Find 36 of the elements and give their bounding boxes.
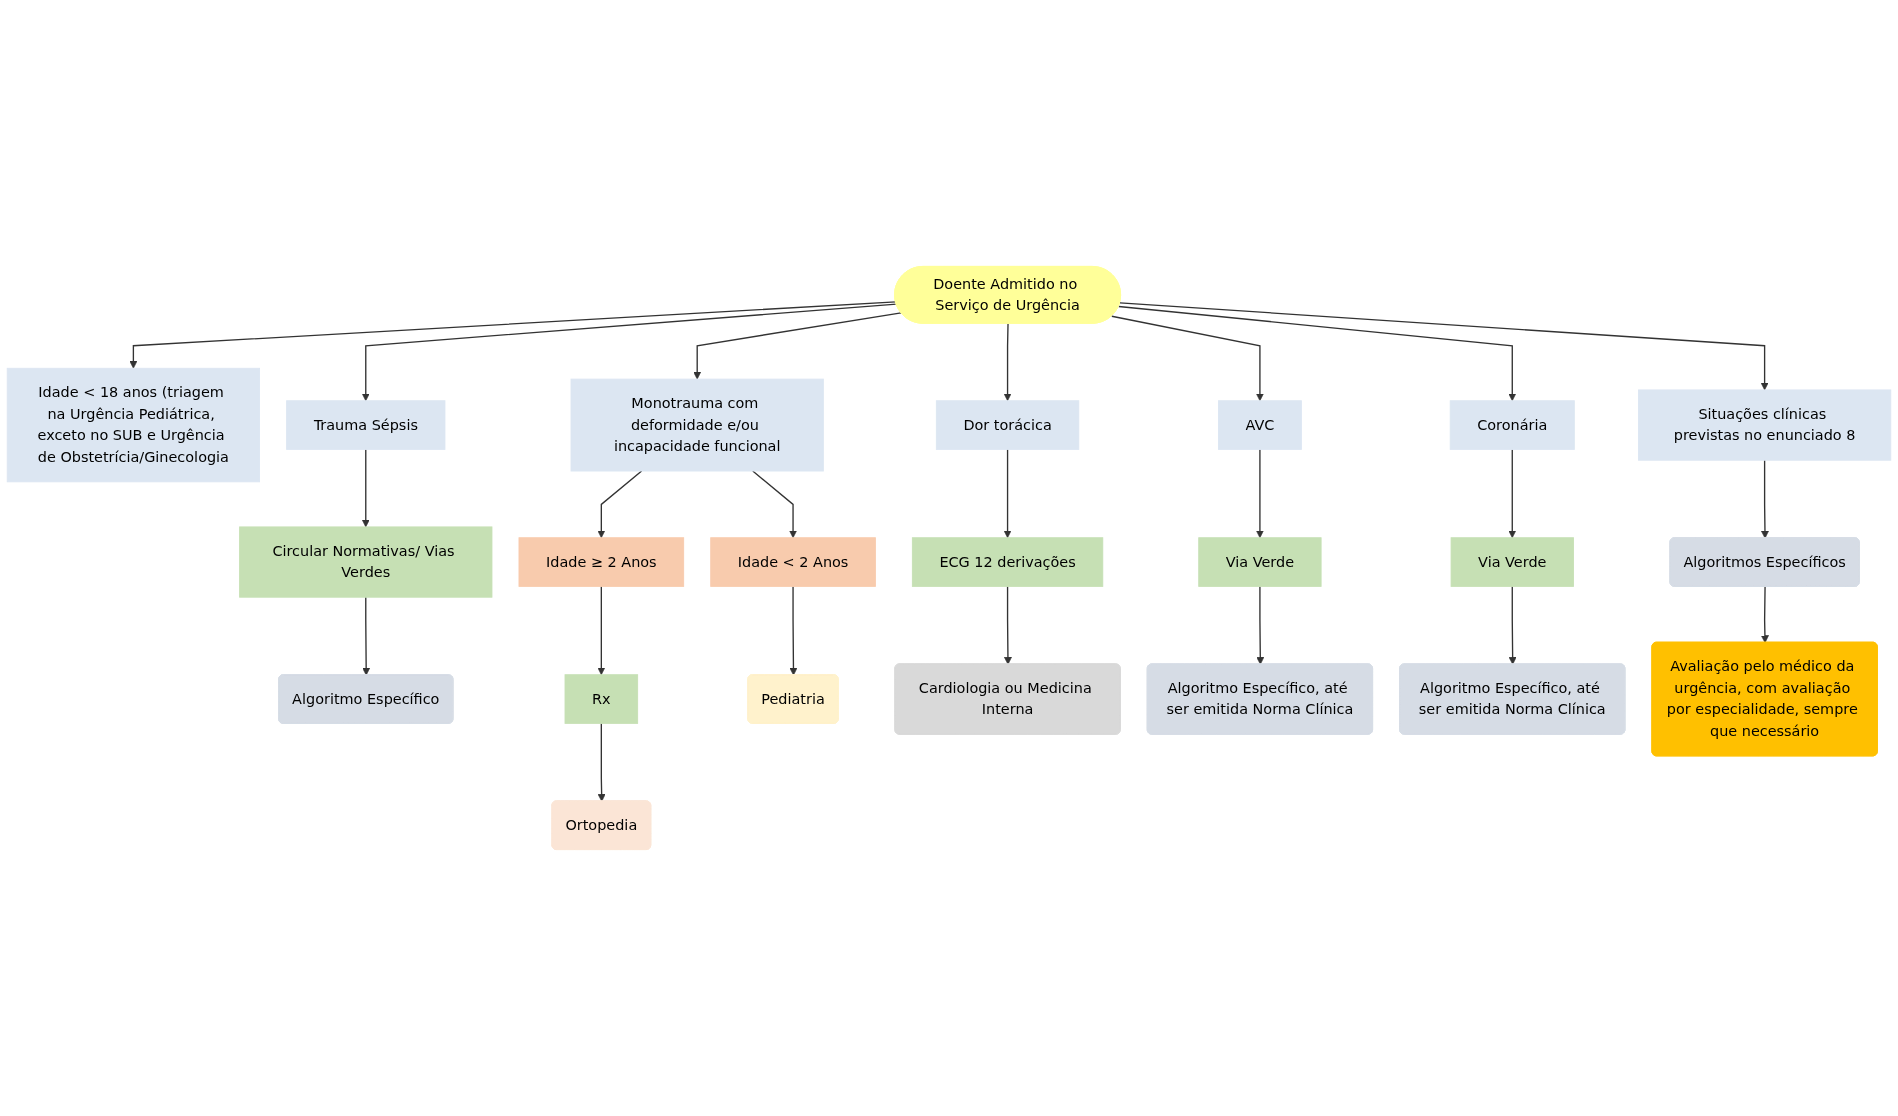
node-box: Idade < 18 anos (triagem na Urgência Pediátrica, exceto no SUB e Urgência de Obstetrícia/Ginecologia — [6, 367, 260, 483]
arrow — [752, 470, 797, 539]
arrow — [1003, 323, 1012, 402]
arrow — [1111, 315, 1264, 402]
arrow — [1118, 305, 1517, 402]
node-box: Idade < 2 Anos — [710, 537, 876, 587]
arrow — [597, 722, 606, 802]
node-box: AVC — [1218, 400, 1302, 450]
arrow — [1256, 585, 1265, 665]
arrow — [362, 596, 371, 676]
arrow — [361, 303, 898, 402]
node-box: Monotrauma com deformidade e/ou incapacidade funcional — [570, 378, 824, 472]
node-box: Rx — [564, 674, 639, 724]
arrow — [1119, 302, 1769, 391]
node-box: Circular Normativas/ Vias Verdes — [239, 526, 493, 598]
arrow — [1003, 448, 1012, 539]
arrow — [693, 312, 902, 380]
arrow — [1004, 585, 1012, 665]
node-box: Via Verde — [1198, 537, 1322, 587]
arrow — [1761, 459, 1769, 539]
node-box: Via Verde — [1450, 537, 1574, 587]
node-box: Trauma Sépsis — [286, 400, 446, 450]
arrow — [1508, 585, 1517, 665]
node-box: Idade ≥ 2 Anos — [518, 537, 685, 587]
node-box: Situações clínicas previstas no enunciado 8 — [1638, 389, 1892, 461]
arrow — [1760, 586, 1769, 644]
node-box: Coronária — [1449, 400, 1575, 450]
arrow — [361, 448, 370, 528]
node-box: Dor torácica — [935, 400, 1080, 450]
arrow — [597, 585, 606, 676]
arrow — [597, 470, 643, 539]
arrow — [789, 585, 798, 676]
node-box: ECG 12 derivações — [911, 537, 1104, 587]
arrow — [1255, 448, 1264, 539]
arrow — [1508, 448, 1517, 539]
arrow — [129, 301, 897, 369]
